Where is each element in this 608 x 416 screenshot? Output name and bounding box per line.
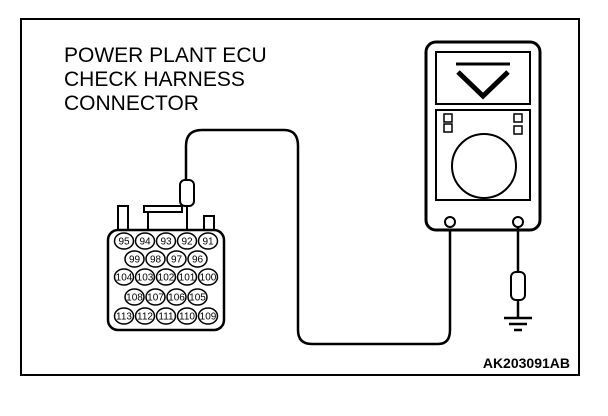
connector-pin-label: 112	[137, 312, 153, 323]
selector-dial	[451, 133, 517, 199]
connector-pin-label: 110	[179, 312, 195, 323]
connector-pin-113: 113	[113, 307, 135, 325]
title-line-2: CHECK HARNESS	[64, 68, 245, 91]
connector-pin-112: 112	[134, 307, 156, 325]
connector-pin-label: 107	[147, 293, 164, 304]
connector-pin-label: 104	[116, 273, 133, 284]
figure-code: AK203091AB	[483, 355, 570, 371]
connector-pin-99: 99	[124, 250, 145, 268]
connector-pin-110: 110	[176, 307, 198, 325]
connector-pin-104: 104	[113, 268, 135, 286]
connector-pin-103: 103	[134, 268, 156, 286]
connector-pin-109: 109	[197, 307, 219, 325]
voltage-v-icon	[456, 70, 510, 100]
ground-lead	[504, 228, 532, 332]
connector-pin-label: 91	[202, 237, 214, 248]
connector-pin-91: 91	[197, 232, 219, 250]
ecu-check-harness-connector: 95 94 93 92 91 99 98 97 96 104 103 102 101 100 108 107 1…	[106, 205, 226, 332]
connector-pin-label: 96	[192, 255, 204, 266]
connector-pin-label: 111	[158, 312, 174, 323]
test-lead-wire	[184, 128, 452, 346]
multimeter	[424, 40, 542, 232]
connector-pin-label: 113	[116, 312, 132, 323]
connector-pin-label: 99	[129, 255, 141, 266]
title-line-1: POWER PLANT ECU	[64, 44, 267, 67]
connector-pins: 95 94 93 92 91 99 98 97 96 104 103 102 101 100 108 107 1…	[113, 232, 219, 325]
terminal-negative	[512, 216, 524, 228]
connector-pin-95: 95	[113, 232, 135, 250]
connector-pin-label: 95	[118, 237, 130, 248]
connector-pin-108: 108	[124, 288, 145, 306]
connector-pin-label: 105	[189, 293, 206, 304]
connector-pin-label: 94	[139, 237, 151, 248]
connector-pin-label: 106	[168, 293, 185, 304]
connector-pin-101: 101	[176, 268, 198, 286]
connector-pin-label: 100	[200, 273, 217, 284]
connector-pin-93: 93	[155, 232, 177, 250]
connector-pin-96: 96	[187, 250, 208, 268]
connector-pin-105: 105	[187, 288, 208, 306]
title-line-3: CONNECTOR	[64, 92, 199, 115]
connector-pin-111: 111	[155, 307, 177, 325]
connector-pin-102: 102	[155, 268, 177, 286]
connector-pin-label: 108	[126, 293, 143, 304]
terminal-positive	[444, 216, 456, 228]
connector-pin-97: 97	[166, 250, 187, 268]
connector-pin-label: 109	[200, 312, 217, 323]
connector-pin-label: 92	[181, 237, 193, 248]
connector-pin-94: 94	[134, 232, 156, 250]
connector-pin-92: 92	[176, 232, 198, 250]
connector-pin-label: 103	[137, 273, 154, 284]
connector-pin-106: 106	[166, 288, 187, 306]
connector-pin-label: 98	[150, 255, 162, 266]
connector-pin-label: 93	[160, 237, 172, 248]
connector-pin-label: 101	[179, 273, 196, 284]
ground-icon	[504, 316, 532, 332]
connector-probe	[179, 179, 195, 238]
connector-pin-107: 107	[145, 288, 166, 306]
connector-pin-label: 102	[158, 273, 175, 284]
connector-pin-label: 97	[171, 255, 183, 266]
connector-pin-100: 100	[197, 268, 219, 286]
connector-pin-98: 98	[145, 250, 166, 268]
